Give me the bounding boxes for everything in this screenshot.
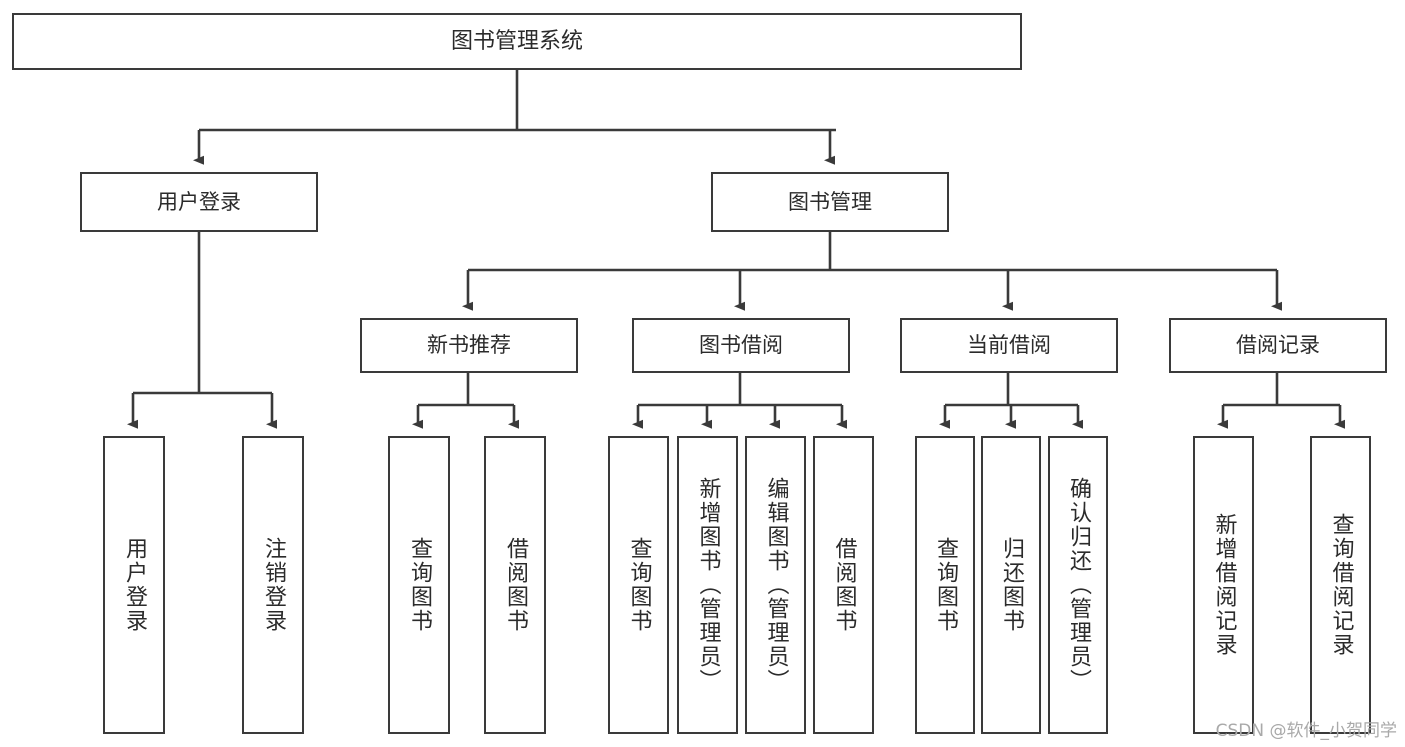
leaf-user-login-logout[interactable]: 注销登录 (242, 436, 304, 734)
node-user-login[interactable]: 用户登录 (80, 172, 318, 232)
node-label: 借阅图书 (503, 537, 528, 633)
node-label: 用户登录 (157, 189, 241, 214)
leaf-book-borrow-add-admin[interactable]: 新增图书（管理员） (677, 436, 738, 734)
csdn-watermark: CSDN @软件_小贺同学 (1215, 721, 1397, 741)
node-label: 图书管理系统 (450, 28, 583, 54)
node-root-book-management-system[interactable]: 图书管理系统 (12, 13, 1022, 70)
leaf-new-book-query[interactable]: 查询图书 (388, 436, 450, 734)
leaf-current-borrow-return[interactable]: 归还图书 (981, 436, 1041, 734)
leaf-current-borrow-confirm-admin[interactable]: 确认归还（管理员） (1048, 436, 1108, 734)
node-label: 注销登录 (261, 537, 286, 633)
node-label: 图书管理 (788, 189, 872, 214)
node-label: 查询借阅记录 (1328, 513, 1354, 657)
node-label: 查询图书 (407, 537, 432, 633)
leaf-book-borrow-borrow[interactable]: 借阅图书 (813, 436, 874, 734)
leaf-current-borrow-query[interactable]: 查询图书 (915, 436, 975, 734)
node-label: 当前借阅 (967, 333, 1051, 358)
node-label: 借阅记录 (1236, 333, 1320, 358)
node-label: 新增借阅记录 (1211, 513, 1237, 657)
leaf-new-book-borrow[interactable]: 借阅图书 (484, 436, 546, 734)
node-borrow-record[interactable]: 借阅记录 (1169, 318, 1387, 373)
node-label: 借阅图书 (831, 537, 857, 633)
node-label: 新书推荐 (427, 333, 511, 358)
leaf-book-borrow-edit-admin[interactable]: 编辑图书（管理员） (745, 436, 806, 734)
node-new-book-recommend[interactable]: 新书推荐 (360, 318, 578, 373)
node-label: 新增图书（管理员） (695, 477, 721, 693)
leaf-borrow-record-query[interactable]: 查询借阅记录 (1310, 436, 1371, 734)
node-book-borrow[interactable]: 图书借阅 (632, 318, 850, 373)
leaf-borrow-record-add[interactable]: 新增借阅记录 (1193, 436, 1254, 734)
leaf-user-login-login[interactable]: 用户登录 (103, 436, 165, 734)
node-label: 查询图书 (933, 537, 958, 633)
node-label: 编辑图书（管理员） (763, 477, 789, 693)
node-label: 用户登录 (122, 537, 147, 633)
node-label: 图书借阅 (699, 333, 783, 358)
node-current-borrow[interactable]: 当前借阅 (900, 318, 1118, 373)
node-label: 查询图书 (626, 537, 652, 633)
node-label: 确认归还（管理员） (1066, 477, 1091, 693)
node-book-management[interactable]: 图书管理 (711, 172, 949, 232)
leaf-book-borrow-query[interactable]: 查询图书 (608, 436, 669, 734)
node-label: 归还图书 (999, 537, 1024, 633)
